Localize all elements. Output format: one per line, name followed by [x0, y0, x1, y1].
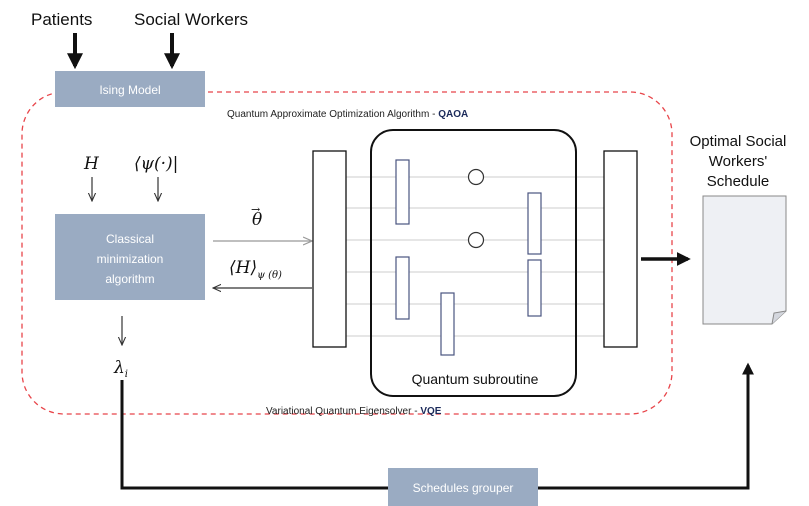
vqe-prefix: Variational Quantum Eigensolver - [266, 406, 420, 417]
theta-symbol: θ [252, 210, 262, 230]
expectation-main: ⟨H⟩ [229, 258, 257, 278]
output-title-line3: Schedule [707, 173, 770, 190]
vqe-abbr: VQE [420, 406, 441, 417]
qaoa-abbr: QAOA [438, 109, 468, 120]
output-title-line1: Optimal Social [690, 133, 787, 150]
lambda-sub: i [125, 369, 128, 380]
psi-bra-symbol: ⟨ψ(·)| [134, 154, 178, 174]
output-title-line2: Workers' [709, 153, 768, 170]
lambda-main: λ [113, 358, 125, 378]
quantum-subroutine-box [370, 129, 577, 397]
qaoa-prefix: Quantum Approximate Optimization Algorit… [227, 109, 438, 120]
schedules-grouper-label: Schedules grouper [413, 481, 514, 495]
expectation-symbol: ⟨H⟩ψ (θ) [229, 258, 282, 281]
vqe-region-border [21, 91, 673, 415]
hamiltonian-symbol: H [83, 154, 100, 174]
classical-line2: minimization [97, 252, 164, 266]
schedule-document-icon [702, 195, 787, 325]
ising-model-label: Ising Model [99, 83, 160, 97]
quantum-gate [440, 292, 455, 356]
vqe-label: Variational Quantum Eigensolver - VQE [266, 406, 442, 417]
classical-line3: algorithm [105, 272, 154, 286]
lambda-to-grouper-line [120, 380, 388, 490]
lambda-symbol: λi [113, 358, 128, 380]
quantum-gate [395, 256, 410, 320]
circuit-input-register [312, 150, 347, 348]
grouper-to-schedule-arrow [538, 362, 754, 490]
quantum-gate [395, 159, 410, 225]
theta-arrow-glyph: → [251, 203, 260, 216]
schedules-grouper-box [388, 468, 538, 506]
ising-model-box [55, 71, 205, 107]
social-workers-label: Social Workers [134, 10, 248, 29]
quantum-gate [527, 192, 542, 255]
patients-label: Patients [31, 10, 92, 29]
qaoa-label: Quantum Approximate Optimization Algorit… [227, 109, 468, 120]
classical-line1: Classical [106, 232, 154, 246]
circuit-wires [346, 176, 604, 337]
quantum-gate [527, 259, 542, 317]
classical-minimization-box [55, 214, 205, 300]
expectation-sub: ψ (θ) [257, 270, 282, 281]
measurement-node [467, 168, 485, 186]
circuit-output-register [603, 150, 638, 348]
measurement-node [467, 231, 485, 249]
quantum-subroutine-label: Quantum subroutine [412, 371, 539, 387]
